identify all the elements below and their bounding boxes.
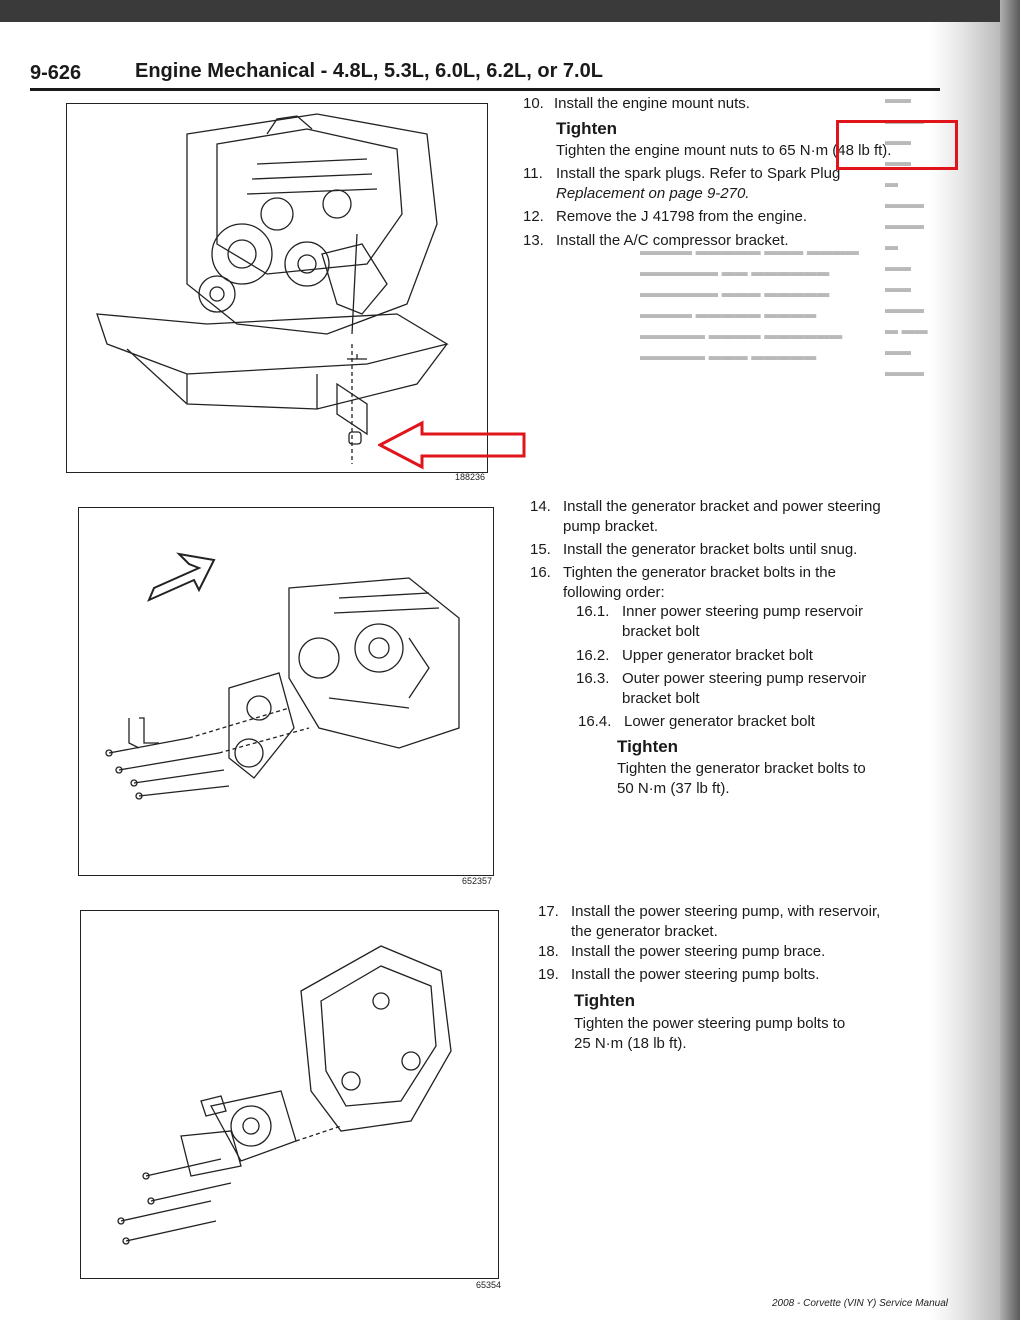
substep-number: 16.2. — [576, 647, 610, 664]
page-footer: 2008 - Corvette (VIN Y) Service Manual — [772, 1298, 949, 1309]
figure-id-2: 652357 — [462, 876, 493, 886]
step-text: Install the generator bracket and power … — [563, 498, 881, 515]
step-15: 15. Install the generator bracket bolts … — [530, 540, 930, 560]
step-number: 14. — [530, 498, 551, 515]
step-number: 17. — [538, 903, 559, 920]
substep-text: Inner power steering pump reservoir — [622, 603, 863, 620]
step-13: 13. Install the A/C compressor bracket. — [523, 231, 903, 251]
step-text: the generator bracket. — [571, 923, 718, 940]
step-19: 19. Install the power steering pump bolt… — [538, 965, 938, 985]
step-number: 13. — [523, 232, 544, 249]
tighten-text: 50 N·m (37 lb ft). — [617, 780, 730, 797]
step-text: Install the A/C compressor bracket. — [556, 232, 789, 249]
step-text: Install the power steering pump brace. — [571, 943, 826, 960]
step-number: 18. — [538, 943, 559, 960]
step-number: 11. — [523, 165, 543, 182]
figure-id-1: 188236 — [455, 472, 486, 482]
generator-bracket-illustration — [105, 552, 460, 800]
substep-number: 16.1. — [576, 603, 610, 620]
step-12: 12. Remove the J 41798 from the engine. — [523, 207, 903, 227]
substep-16-1: 16.1. Inner power steering pump reservoi… — [576, 602, 916, 642]
step-text: Install the power steering pump, with re… — [571, 903, 881, 920]
step-text-ref: Replacement on page 9-270. — [556, 185, 750, 202]
tighten-text: Tighten the engine mount nuts to 65 N·m … — [556, 142, 892, 159]
substep-16-4: 16.4. Lower generator bracket bolt — [578, 712, 918, 732]
step-17: 17. Install the power steering pump, wit… — [538, 902, 938, 942]
step-18: 18. Install the power steering pump brac… — [538, 942, 938, 962]
step-11: 11. Install the spark plugs. Refer to Sp… — [523, 164, 903, 204]
step-text: following order: — [563, 584, 665, 601]
figure-generator-bracket — [78, 507, 494, 876]
torque-highlight-box — [836, 120, 958, 170]
substep-text: Outer power steering pump reservoir — [622, 670, 867, 687]
substep-number: 16.3. — [576, 670, 610, 687]
power-steering-pump-illustration — [117, 945, 452, 1245]
step-number: 16. — [530, 564, 551, 581]
bleed-through-text: ▬▬ ▬▬▬▬▬ ▬▬▬ ▬▬▬▬▬▬ ▬▬▬ ▬▬▬▬▬▬ ▬▬▬▬ ▬▬▬▬… — [885, 91, 928, 388]
step-text: Install the spark plugs. Refer to Spark … — [556, 165, 841, 182]
substep-text: bracket bolt — [622, 690, 700, 707]
step-number: 10. — [523, 95, 544, 112]
substep-text: Lower generator bracket bolt — [624, 713, 815, 730]
step-text: Install the engine mount nuts. — [554, 95, 750, 112]
step-14: 14. Install the generator bracket and po… — [530, 497, 930, 537]
engine-mount-illustration — [96, 113, 449, 464]
figure-engine-mount — [66, 103, 488, 473]
step-text: Remove the J 41798 from the engine. — [556, 208, 807, 225]
step-10: 10. Install the engine mount nuts. — [523, 94, 903, 114]
figure-id-3: 65354 — [476, 1280, 502, 1290]
scan-top-edge — [0, 0, 1020, 22]
tighten-text: Tighten the power steering pump bolts to — [574, 1015, 846, 1032]
page-number: 9-626 — [30, 62, 82, 84]
tighten-heading: Tighten — [574, 991, 636, 1010]
substep-16-2: 16.2. Upper generator bracket bolt — [576, 646, 916, 666]
bleed-through-text-2: ▬▬▬▬ ▬▬▬▬▬ ▬▬▬ ▬▬▬▬▬▬▬▬▬▬ ▬▬ ▬▬▬▬▬▬▬▬▬▬▬… — [640, 243, 859, 363]
substep-16-3: 16.3. Outer power steering pump reservoi… — [576, 669, 916, 709]
substep-text: bracket bolt — [622, 623, 700, 640]
figure-power-steering-pump — [80, 910, 499, 1279]
tighten-text: 25 N·m (18 lb ft). — [574, 1035, 687, 1052]
step-number: 19. — [538, 966, 559, 983]
tighten-heading: Tighten — [556, 119, 618, 138]
substep-number: 16.4. — [578, 713, 612, 730]
substep-text: Upper generator bracket bolt — [622, 647, 813, 664]
header-rule — [30, 88, 940, 91]
annotation-arrow-icon — [378, 420, 526, 470]
step-number: 12. — [523, 208, 544, 225]
tighten-text: Tighten the generator bracket bolts to — [617, 760, 866, 777]
step-text: Tighten the generator bracket bolts in t… — [563, 564, 836, 581]
step-text: Install the power steering pump bolts. — [571, 966, 820, 983]
step-number: 15. — [530, 541, 551, 558]
page-spine-edge — [1000, 0, 1020, 1320]
step-text: Install the generator bracket bolts unti… — [563, 541, 858, 558]
step-text: pump bracket. — [563, 518, 659, 535]
step-16: 16. Tighten the generator bracket bolts … — [530, 563, 930, 603]
tighten-heading: Tighten — [617, 737, 679, 756]
page-title: Engine Mechanical - 4.8L, 5.3L, 6.0L, 6.… — [135, 60, 603, 82]
